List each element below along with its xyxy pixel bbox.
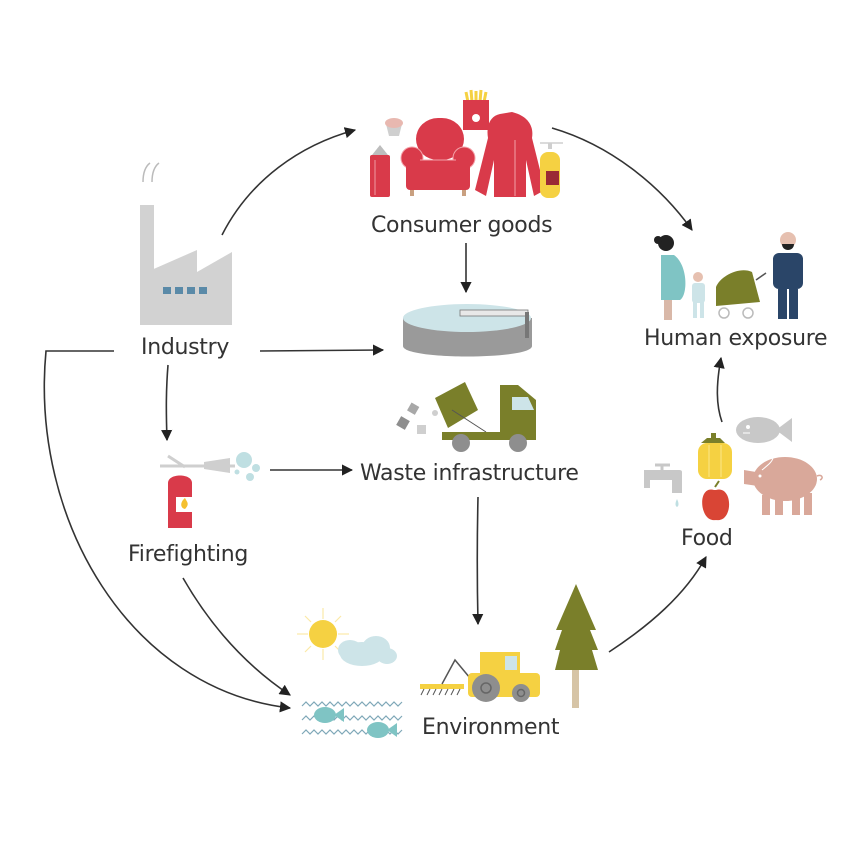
arrows (43, 127, 725, 713)
water-with-fish-icon (301, 701, 403, 738)
arrow-food-to-human-exposure (713, 356, 725, 423)
food-label: Food (681, 526, 733, 551)
fries-icon (463, 89, 489, 130)
waste-infrastructure-label: Waste infrastructure (360, 461, 579, 486)
sun-icon (297, 608, 349, 660)
spray-can-icon (370, 145, 390, 197)
apple-icon (702, 480, 730, 521)
tree-icon (555, 584, 598, 708)
fire-extinguisher-icon (160, 452, 260, 528)
armchair-icon (400, 118, 476, 196)
child-icon (692, 272, 705, 318)
raincoat-icon (475, 112, 545, 197)
man-icon (773, 232, 803, 319)
cloud-icon (338, 636, 397, 666)
water-tap-icon (644, 463, 682, 507)
arrow-industry-to-consumer-goods (221, 127, 357, 236)
cupcake-icon (385, 118, 403, 136)
arrow-industry-to-waste (259, 344, 385, 356)
firefighting-label: Firefighting (128, 542, 249, 567)
fish-icon (736, 417, 792, 443)
industry-label: Industry (141, 335, 230, 360)
tractor-icon (420, 652, 540, 702)
pig-icon (744, 457, 823, 515)
arrow-industry-to-environment (43, 350, 292, 713)
consumer-goods-label: Consumer goods (371, 213, 553, 238)
water-treatment-tank-icon (403, 304, 532, 357)
pregnant-woman-icon (654, 235, 686, 320)
dump-truck-icon (396, 382, 536, 452)
arrow-waste-to-environment (472, 496, 484, 626)
arrow-consumer-goods-to-human-exposure (551, 127, 693, 231)
bell-pepper-icon (698, 433, 732, 479)
environment-label: Environment (422, 715, 560, 740)
arrow-industry-to-firefighting (161, 364, 173, 442)
arrow-firefighting-to-environment (182, 577, 291, 696)
baby-stroller-icon (716, 270, 767, 319)
human-exposure-label: Human exposure (644, 326, 828, 351)
fire-extinguisher-bottle-icon (540, 142, 563, 198)
factory-icon (140, 162, 232, 325)
arrow-environment-to-food (608, 556, 707, 653)
